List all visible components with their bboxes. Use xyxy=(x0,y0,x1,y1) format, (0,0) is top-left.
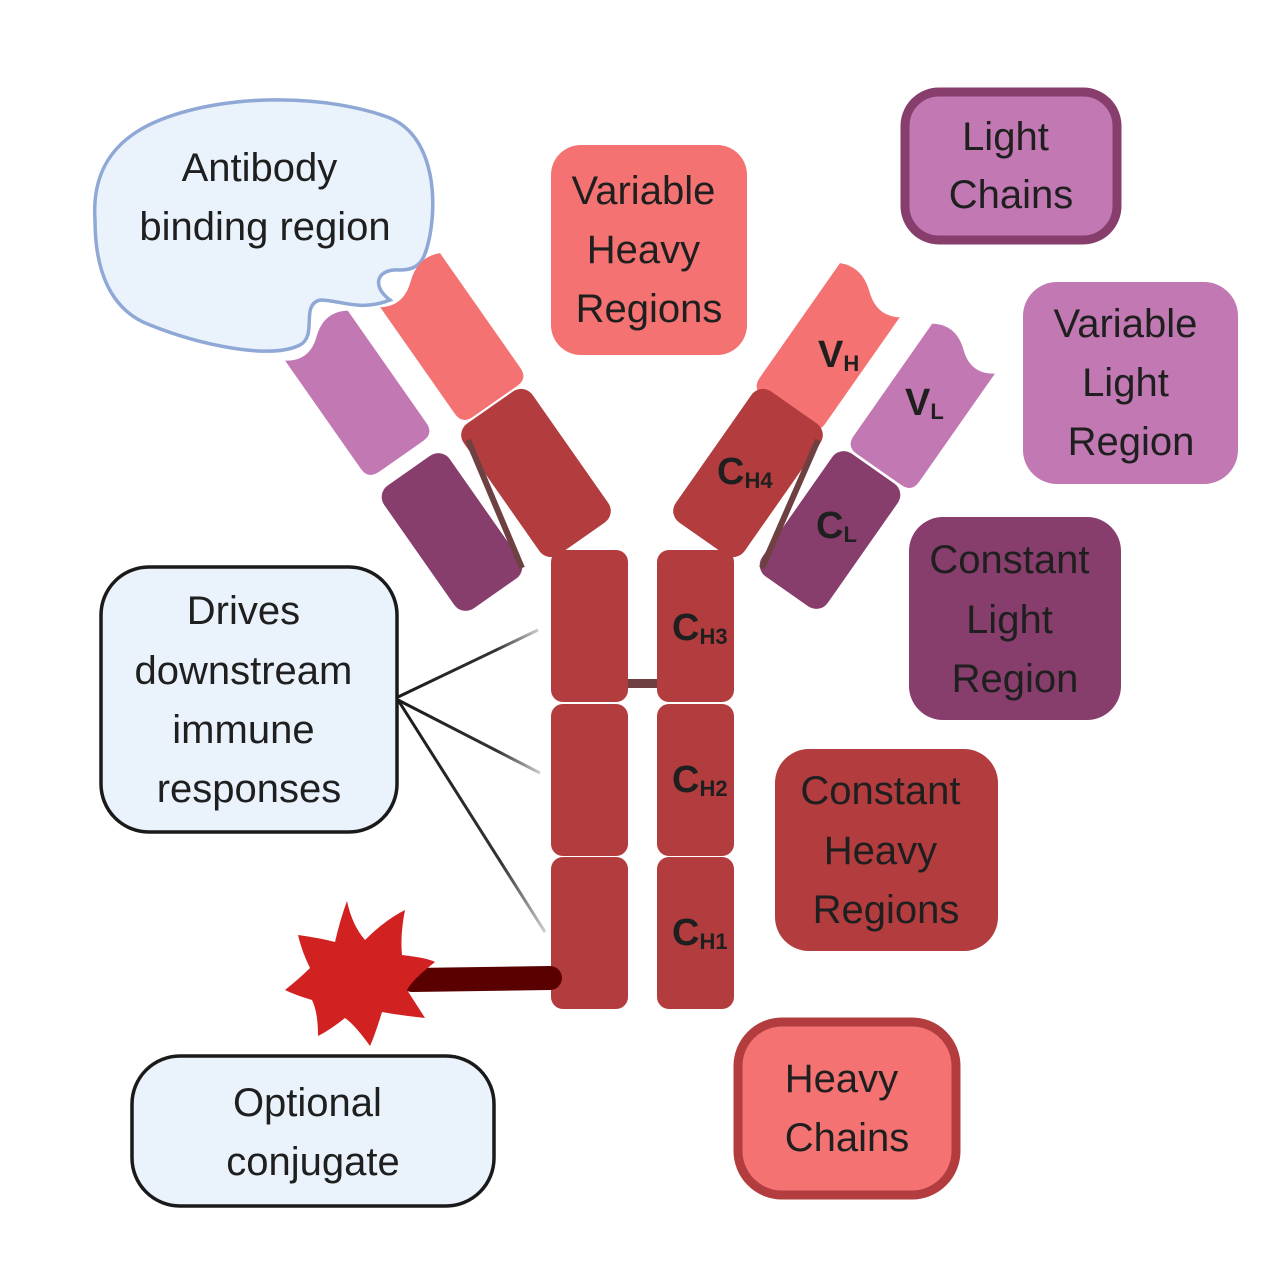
left-variable-light-domain xyxy=(285,310,430,475)
left-ch1-domain xyxy=(551,857,628,1009)
right-ch2-domain xyxy=(657,704,734,856)
left-ch2-domain xyxy=(551,704,628,856)
ch4-domain-label: CH4 xyxy=(717,451,773,493)
right-variable-heavy-domain xyxy=(756,263,900,430)
right-constant-heavy-domain xyxy=(673,388,823,558)
conjugate-linker xyxy=(400,966,562,992)
constant-heavy-regions-box xyxy=(775,749,998,951)
constant-light-region-box xyxy=(909,517,1121,720)
conjugate-star-icon xyxy=(285,901,435,1046)
optional-conjugate-callout xyxy=(130,1054,496,1208)
right-ch1-domain xyxy=(657,857,734,1009)
vl-domain-label: VL xyxy=(905,382,944,424)
light-chains-label: Light Chains xyxy=(949,115,1074,217)
optional-conjugate-label: Optional conjugate xyxy=(226,1081,399,1184)
variable-light-region-label: Variable Light Region xyxy=(1054,302,1209,464)
callout-line-ch2 xyxy=(397,698,541,775)
variable-heavy-regions-box xyxy=(551,145,747,355)
variable-heavy-regions-label: Variable Heavy Regions xyxy=(572,169,727,331)
antibody-binding-region-blob xyxy=(92,98,435,353)
left-ch3-domain xyxy=(551,550,628,702)
cl-domain-label: CL xyxy=(816,505,857,547)
heavy-chains-box xyxy=(733,1017,961,1200)
ch3-domain-label: CH3 xyxy=(672,607,728,649)
right-ch3-domain xyxy=(657,550,734,702)
heavy-chains-label: Heavy Chains xyxy=(785,1057,910,1160)
left-disulfide-bond xyxy=(465,438,525,570)
left-constant-heavy-domain xyxy=(461,388,611,558)
constant-heavy-regions-label: Constant Heavy Regions xyxy=(800,769,971,932)
callout-line-ch3 xyxy=(397,628,539,699)
ch1-domain-label: CH1 xyxy=(672,912,728,954)
callout-line-ch1 xyxy=(396,699,547,933)
drives-downstream-label: Drives downstream immune responses xyxy=(135,589,364,811)
light-chains-box xyxy=(900,87,1122,245)
drives-downstream-callout xyxy=(99,565,399,834)
hinge-disulfide-bond xyxy=(628,679,657,688)
constant-light-region-label: Constant Light Region xyxy=(929,538,1100,701)
right-constant-light-domain xyxy=(759,451,901,609)
left-constant-light-domain xyxy=(381,453,523,611)
left-variable-heavy-domain xyxy=(380,253,524,420)
right-variable-light-domain xyxy=(850,323,995,488)
variable-light-region-box xyxy=(1023,282,1238,484)
vh-domain-label: VH xyxy=(818,334,859,376)
right-disulfide-bond xyxy=(759,438,821,570)
ch2-domain-label: CH2 xyxy=(672,759,728,801)
antibody-binding-region-label: Antibody binding region xyxy=(139,146,390,249)
